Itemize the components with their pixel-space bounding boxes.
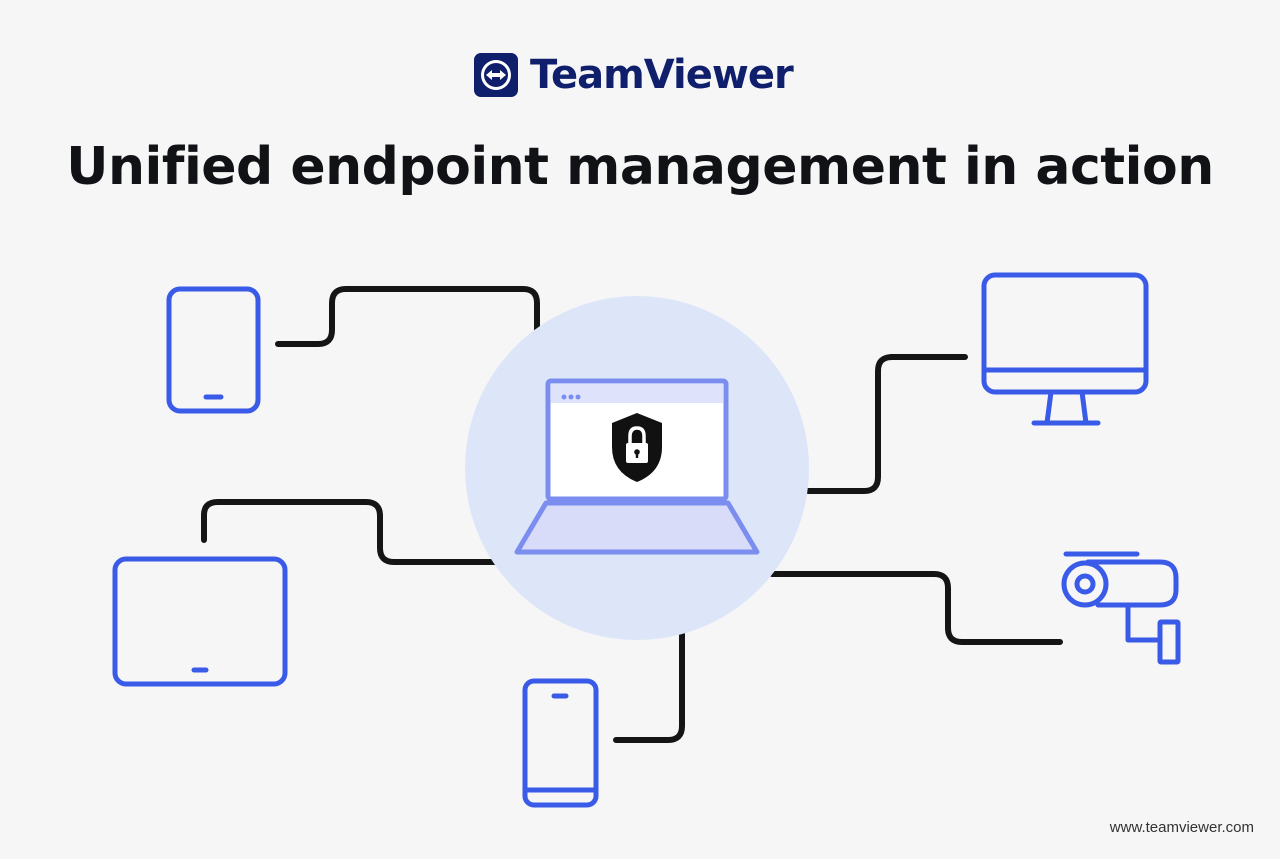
page-title: Unified endpoint management in action	[66, 137, 1214, 197]
laptop-icon	[514, 378, 760, 555]
brand-logo: TeamViewer	[472, 48, 794, 102]
connector-lines	[201, 286, 1063, 743]
desktop-monitor-icon	[981, 272, 1149, 426]
connector-security-camera	[769, 571, 1063, 645]
tablet-landscape-icon	[112, 556, 288, 687]
connector-tablet-landscape	[201, 499, 501, 565]
connector-desktop-monitor	[805, 354, 968, 494]
teamviewer-logo-icon	[474, 53, 518, 97]
shield-lock-icon	[612, 413, 662, 482]
tablet-portrait-icon	[166, 286, 261, 414]
brand-name: TeamViewer	[530, 52, 794, 98]
endpoint-devices	[112, 272, 1181, 808]
connector-tablet-portrait	[275, 286, 540, 347]
smartphone-icon	[522, 678, 599, 808]
footer-url[interactable]: www.teamviewer.com	[1109, 819, 1254, 836]
security-camera-icon	[1061, 551, 1181, 665]
connector-smartphone	[613, 631, 685, 743]
